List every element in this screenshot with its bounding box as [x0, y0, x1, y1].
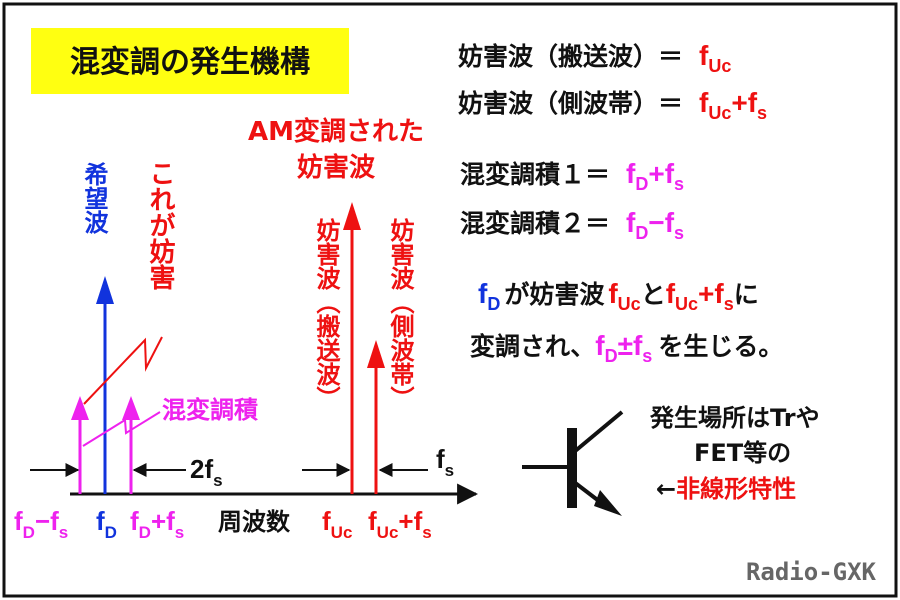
desired-wave-label: 希望波 — [80, 161, 108, 235]
xmod-products-label: 混変調積 — [162, 396, 258, 424]
callout-pointer-lower — [82, 411, 161, 447]
dim-2fs-label: 2fs — [190, 454, 223, 490]
emitter-arrow-icon — [594, 490, 622, 516]
dim-fs-label: fs — [436, 444, 454, 480]
device-line2: FET等の — [694, 439, 791, 467]
am-label-line2: 妨害波 — [297, 152, 376, 183]
axis-fd-plus-fs: fD+fs — [130, 506, 184, 542]
device-line3: ←非線形特性 — [656, 475, 796, 503]
am-label-line1: AM変調された — [248, 116, 424, 147]
axis-fuc: fUc — [322, 506, 352, 542]
callout-pointer-upper — [83, 336, 163, 405]
legend-product1: 混変調積１＝fD+fs — [460, 158, 684, 194]
axis-fd: fD — [96, 506, 117, 542]
device-line1: 発生場所はTrや — [649, 404, 820, 432]
transistor-symbol — [522, 410, 624, 516]
axis-frequency-label: 周波数 — [218, 508, 291, 536]
carrier-vertical-label: 妨害波（搬送波） — [312, 217, 340, 410]
carrier-arrowhead — [343, 202, 361, 230]
desired-wave-arrowhead — [96, 276, 114, 304]
legend-carrier: 妨害波（搬送波）＝fUc — [458, 40, 731, 76]
page-title: 混変調の発生機構 — [70, 45, 310, 80]
credit-text: Radio-GXK — [746, 558, 877, 586]
sideband-arrowhead — [367, 340, 385, 368]
legend-product2: 混変調積２＝fD−fs — [460, 207, 684, 243]
xmod-product2-arrowhead — [71, 396, 89, 420]
legend-sideband: 妨害波（側波帯）＝fUc+fs — [458, 87, 767, 123]
axis-fd-minus-fs: fD−fs — [14, 506, 68, 542]
axis-fuc-plus-fs: fUc+fs — [368, 506, 432, 542]
sideband-vertical-label: 妨害波（側波帯） — [386, 217, 415, 410]
this-interferes-label: これが妨害 — [145, 160, 175, 290]
xmod-product1-arrowhead — [122, 396, 140, 420]
title-box — [31, 28, 349, 94]
